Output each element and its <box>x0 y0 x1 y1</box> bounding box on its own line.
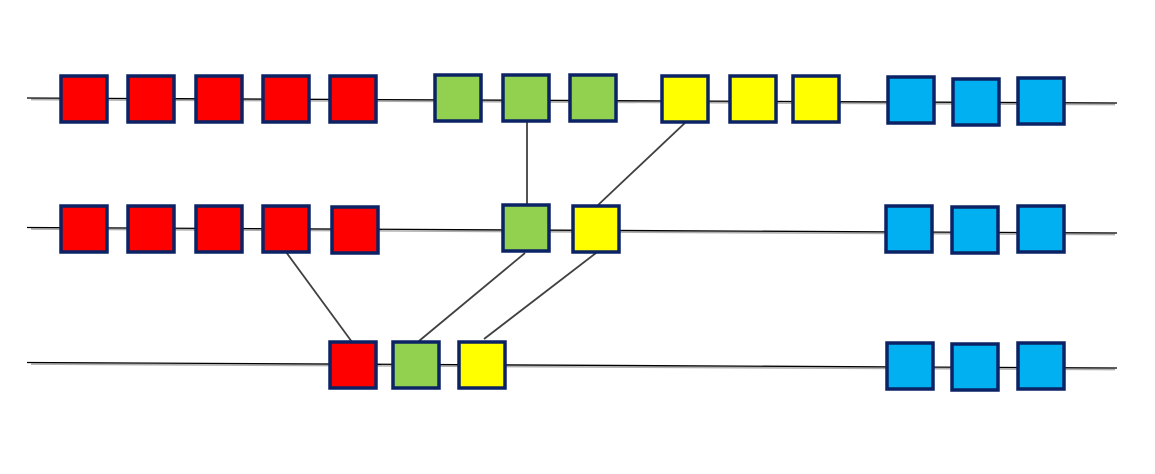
node-square-red <box>261 204 311 254</box>
node-square-blue <box>884 204 934 254</box>
lane-bottom-line <box>26 361 1118 369</box>
node-square-red <box>126 204 176 254</box>
node-square-blue <box>950 205 1000 255</box>
node-square-red <box>261 74 311 124</box>
node-square-yellow <box>728 74 778 124</box>
node-square-blue <box>1016 204 1066 254</box>
node-square-yellow <box>457 340 507 390</box>
connector-red-middle-to-bottom <box>285 251 353 343</box>
node-square-blue <box>886 75 936 125</box>
node-square-green <box>391 340 441 390</box>
node-square-red <box>328 74 378 124</box>
node-square-blue <box>885 341 935 391</box>
node-square-red <box>59 204 109 254</box>
node-square-yellow <box>660 74 710 124</box>
connector-green-middle-to-bottom <box>418 252 526 342</box>
node-square-blue <box>950 342 1000 392</box>
node-square-red <box>194 204 244 254</box>
connector-yellow-top-to-middle <box>596 120 688 207</box>
node-square-red <box>330 205 380 255</box>
node-square-blue <box>1016 341 1066 391</box>
node-square-red <box>126 74 176 124</box>
node-square-yellow <box>571 204 621 254</box>
node-square-blue <box>951 77 1001 127</box>
connector-yellow-middle-to-bottom <box>483 252 597 340</box>
node-square-red <box>328 340 378 390</box>
node-square-red <box>59 74 109 124</box>
node-square-blue <box>1016 76 1066 126</box>
node-square-green <box>568 73 618 123</box>
node-square-green <box>501 203 551 253</box>
node-square-green <box>501 73 551 123</box>
node-square-yellow <box>791 74 841 124</box>
node-square-red <box>194 74 244 124</box>
node-square-green <box>433 73 483 123</box>
